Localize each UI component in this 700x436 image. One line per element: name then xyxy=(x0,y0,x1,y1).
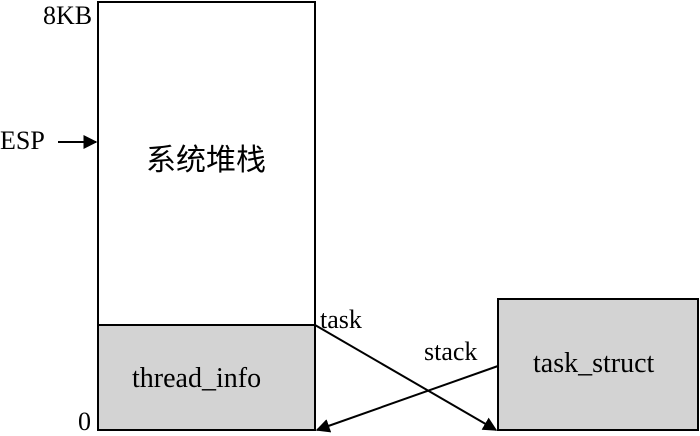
system-stack-box xyxy=(97,1,316,326)
task-struct-label: task_struct xyxy=(533,348,655,379)
system-stack-label: 系统堆栈 xyxy=(146,143,266,178)
stack-pointer-label: stack xyxy=(424,337,478,366)
thread-info-label: thread_info xyxy=(132,363,262,394)
stack-pointer-arrow xyxy=(315,365,499,433)
top-size-label: 8KB xyxy=(43,1,93,30)
task-pointer-label: task xyxy=(320,305,362,334)
esp-label: ESP xyxy=(0,126,45,155)
thread-info-box xyxy=(97,324,316,431)
task-pointer-arrow xyxy=(314,324,498,431)
bottom-zero-label: 0 xyxy=(78,407,91,436)
task-struct-box xyxy=(497,298,699,431)
